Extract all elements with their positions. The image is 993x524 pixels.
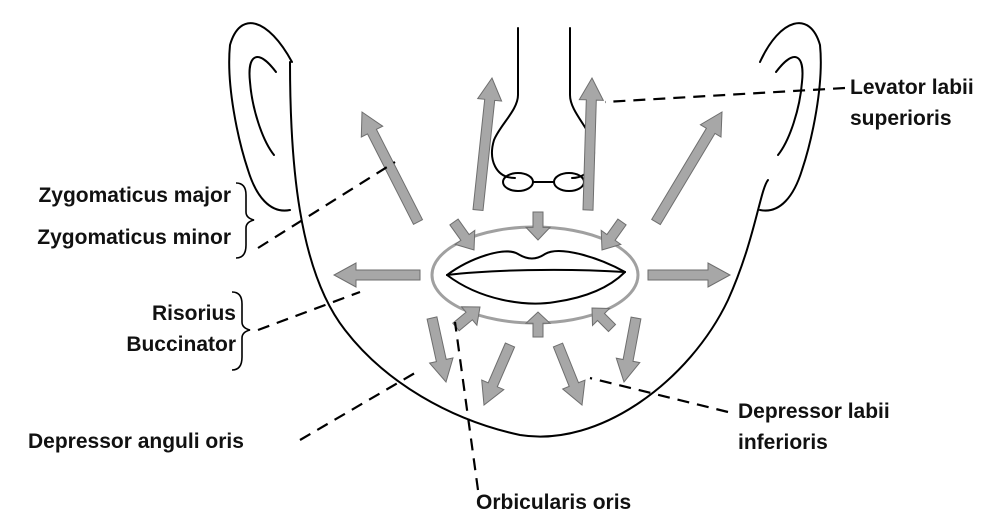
label-levator-labii-line2: superioris bbox=[850, 105, 974, 132]
label-orbicularis-oris: Orbicularis oris bbox=[476, 489, 631, 516]
levator-left-arrow bbox=[473, 78, 502, 211]
label-depressor-labii-line2: inferioris bbox=[738, 429, 890, 456]
label-depressor-anguli-oris: Depressor anguli oris bbox=[28, 428, 244, 455]
muscle-arrows bbox=[334, 78, 730, 405]
depressor-anguli-right-arrow bbox=[616, 317, 641, 382]
orbicularis-lower-mid-arrow bbox=[526, 312, 550, 337]
label-risorius-group: Risorius Buccinator bbox=[126, 300, 236, 358]
orbicularis-lower-left-arrow bbox=[453, 307, 480, 331]
risorius-right-arrow bbox=[648, 263, 730, 287]
risorius-left-arrow bbox=[334, 263, 420, 287]
label-risorius: Risorius bbox=[126, 300, 236, 327]
right-ear bbox=[760, 23, 821, 210]
nose bbox=[492, 28, 594, 191]
label-zygomaticus-major: Zygomaticus major bbox=[37, 182, 231, 209]
brace-zygomaticus bbox=[236, 183, 254, 258]
lips bbox=[447, 251, 625, 303]
depressor-labii-right-arrow bbox=[553, 343, 585, 405]
label-depressor-labii-line1: Depressor labii bbox=[738, 398, 890, 425]
levator-right-arrow bbox=[579, 78, 603, 210]
zygomaticus-right-arrow bbox=[652, 112, 722, 225]
label-depressor-labii-inferioris: Depressor labii inferioris bbox=[738, 398, 890, 456]
label-zygomaticus-minor: Zygomaticus minor bbox=[37, 224, 231, 251]
zygomaticus-left-arrow bbox=[361, 112, 422, 224]
depressor-labii-left-arrow bbox=[482, 343, 515, 405]
depressor-anguli-left-arrow bbox=[427, 317, 453, 382]
label-buccinator: Buccinator bbox=[126, 331, 236, 358]
label-zygomatic-group: Zygomaticus major Zygomaticus minor bbox=[37, 182, 231, 251]
orbicularis-upper-right-arrow bbox=[601, 219, 626, 250]
label-levator-labii-superioris: Levator labii superioris bbox=[850, 74, 974, 132]
orbicularis-lower-right-arrow bbox=[592, 308, 616, 332]
label-levator-labii-line1: Levator labii bbox=[850, 74, 974, 101]
